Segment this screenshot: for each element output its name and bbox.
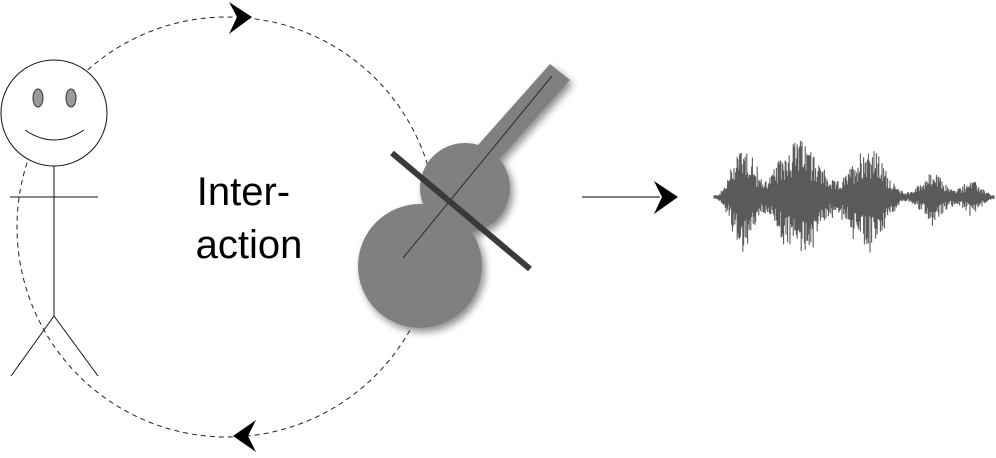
violin-bow bbox=[390, 150, 532, 272]
waveform-trace bbox=[713, 140, 995, 253]
person-right-eye bbox=[65, 88, 77, 108]
stick-figure-icon bbox=[0, 59, 108, 377]
violin-lower-body bbox=[358, 204, 482, 328]
person-right-leg bbox=[53, 315, 99, 377]
violin-string bbox=[402, 75, 553, 259]
violin-icon bbox=[358, 64, 570, 328]
loop-arrow-bottom-icon bbox=[233, 420, 256, 452]
sound-waveform-icon bbox=[713, 140, 995, 253]
person-smile bbox=[24, 129, 85, 141]
output-arrow-icon bbox=[582, 181, 678, 214]
violin-neck bbox=[470, 64, 570, 170]
person-left-eye bbox=[32, 88, 44, 108]
person-head bbox=[0, 59, 108, 167]
interaction-label: Inter- action bbox=[196, 170, 303, 267]
person-left-leg bbox=[10, 315, 55, 377]
loop-arrow-top-icon bbox=[229, 2, 252, 34]
interaction-label-line2: action bbox=[196, 223, 303, 267]
interaction-label-line1: Inter- bbox=[197, 170, 290, 214]
